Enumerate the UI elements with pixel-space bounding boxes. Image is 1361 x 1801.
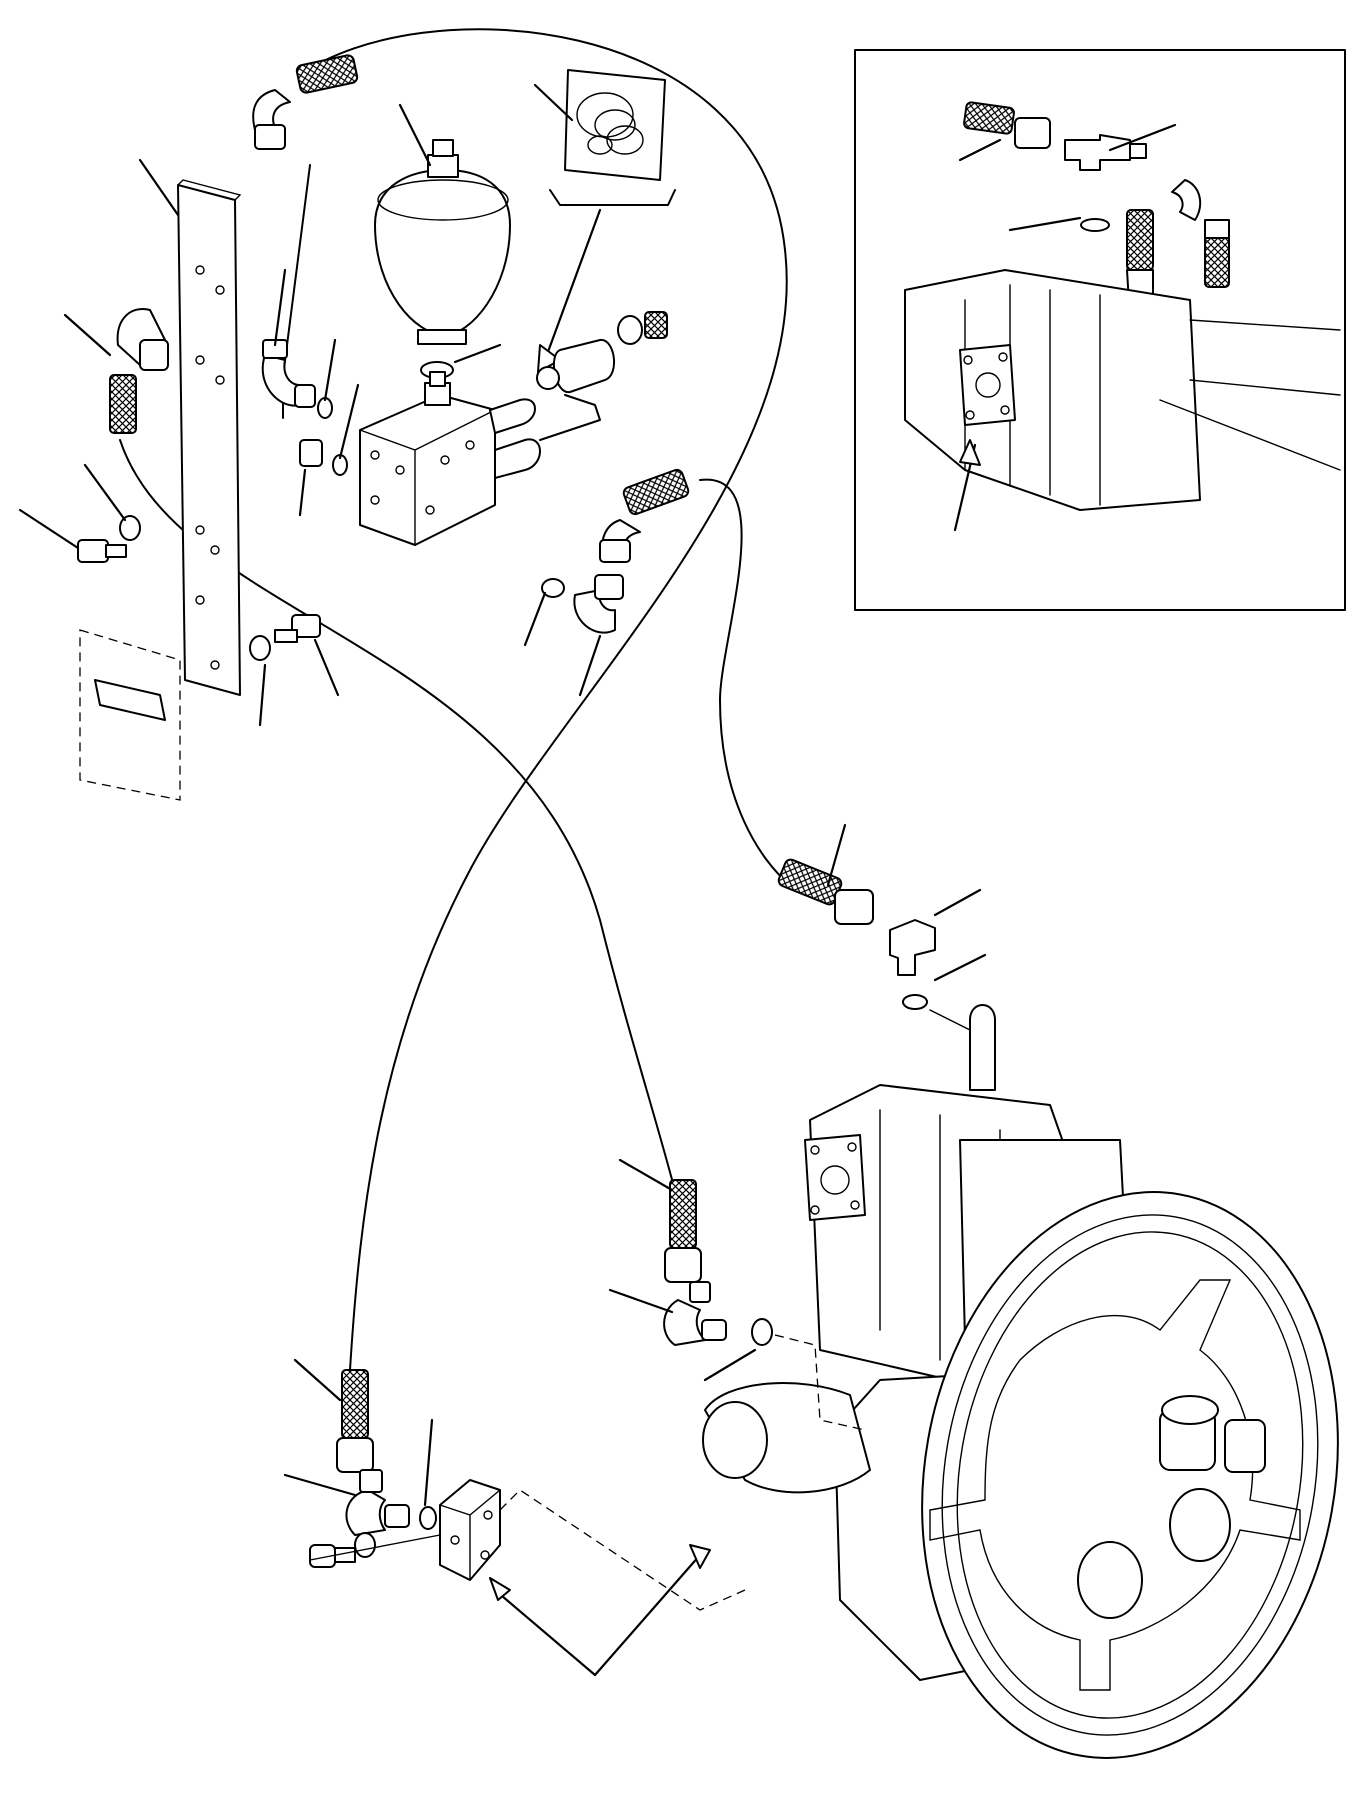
cartridge-valve (536, 311, 668, 441)
mounting-bracket (138, 158, 242, 696)
bracket-elbow-hose (63, 308, 169, 434)
valve-left-elbow (261, 268, 360, 517)
bracket-fasteners (18, 463, 340, 727)
seal-kit-bag (533, 69, 676, 373)
upper-elbow-hose (252, 54, 359, 150)
right-tee-hose (777, 823, 987, 1010)
hydraulic-pump-assembly (702, 1004, 1339, 1759)
leader-line (533, 83, 574, 122)
valve-block (359, 371, 541, 546)
mounting-frame-reference (79, 629, 181, 801)
lower-left-elbow-hose (283, 1358, 437, 1536)
accumulator-sphere (374, 103, 511, 345)
pump-adapter-block (309, 1479, 746, 1677)
lower-valve-elbow-hose (523, 468, 690, 697)
hose-line-valve-to-tee (699, 478, 791, 886)
lower-center-elbow-hose (608, 1158, 866, 1431)
inset-detail-box (854, 49, 1346, 611)
hose-line-upper-to-lower-left (299, 28, 788, 1371)
